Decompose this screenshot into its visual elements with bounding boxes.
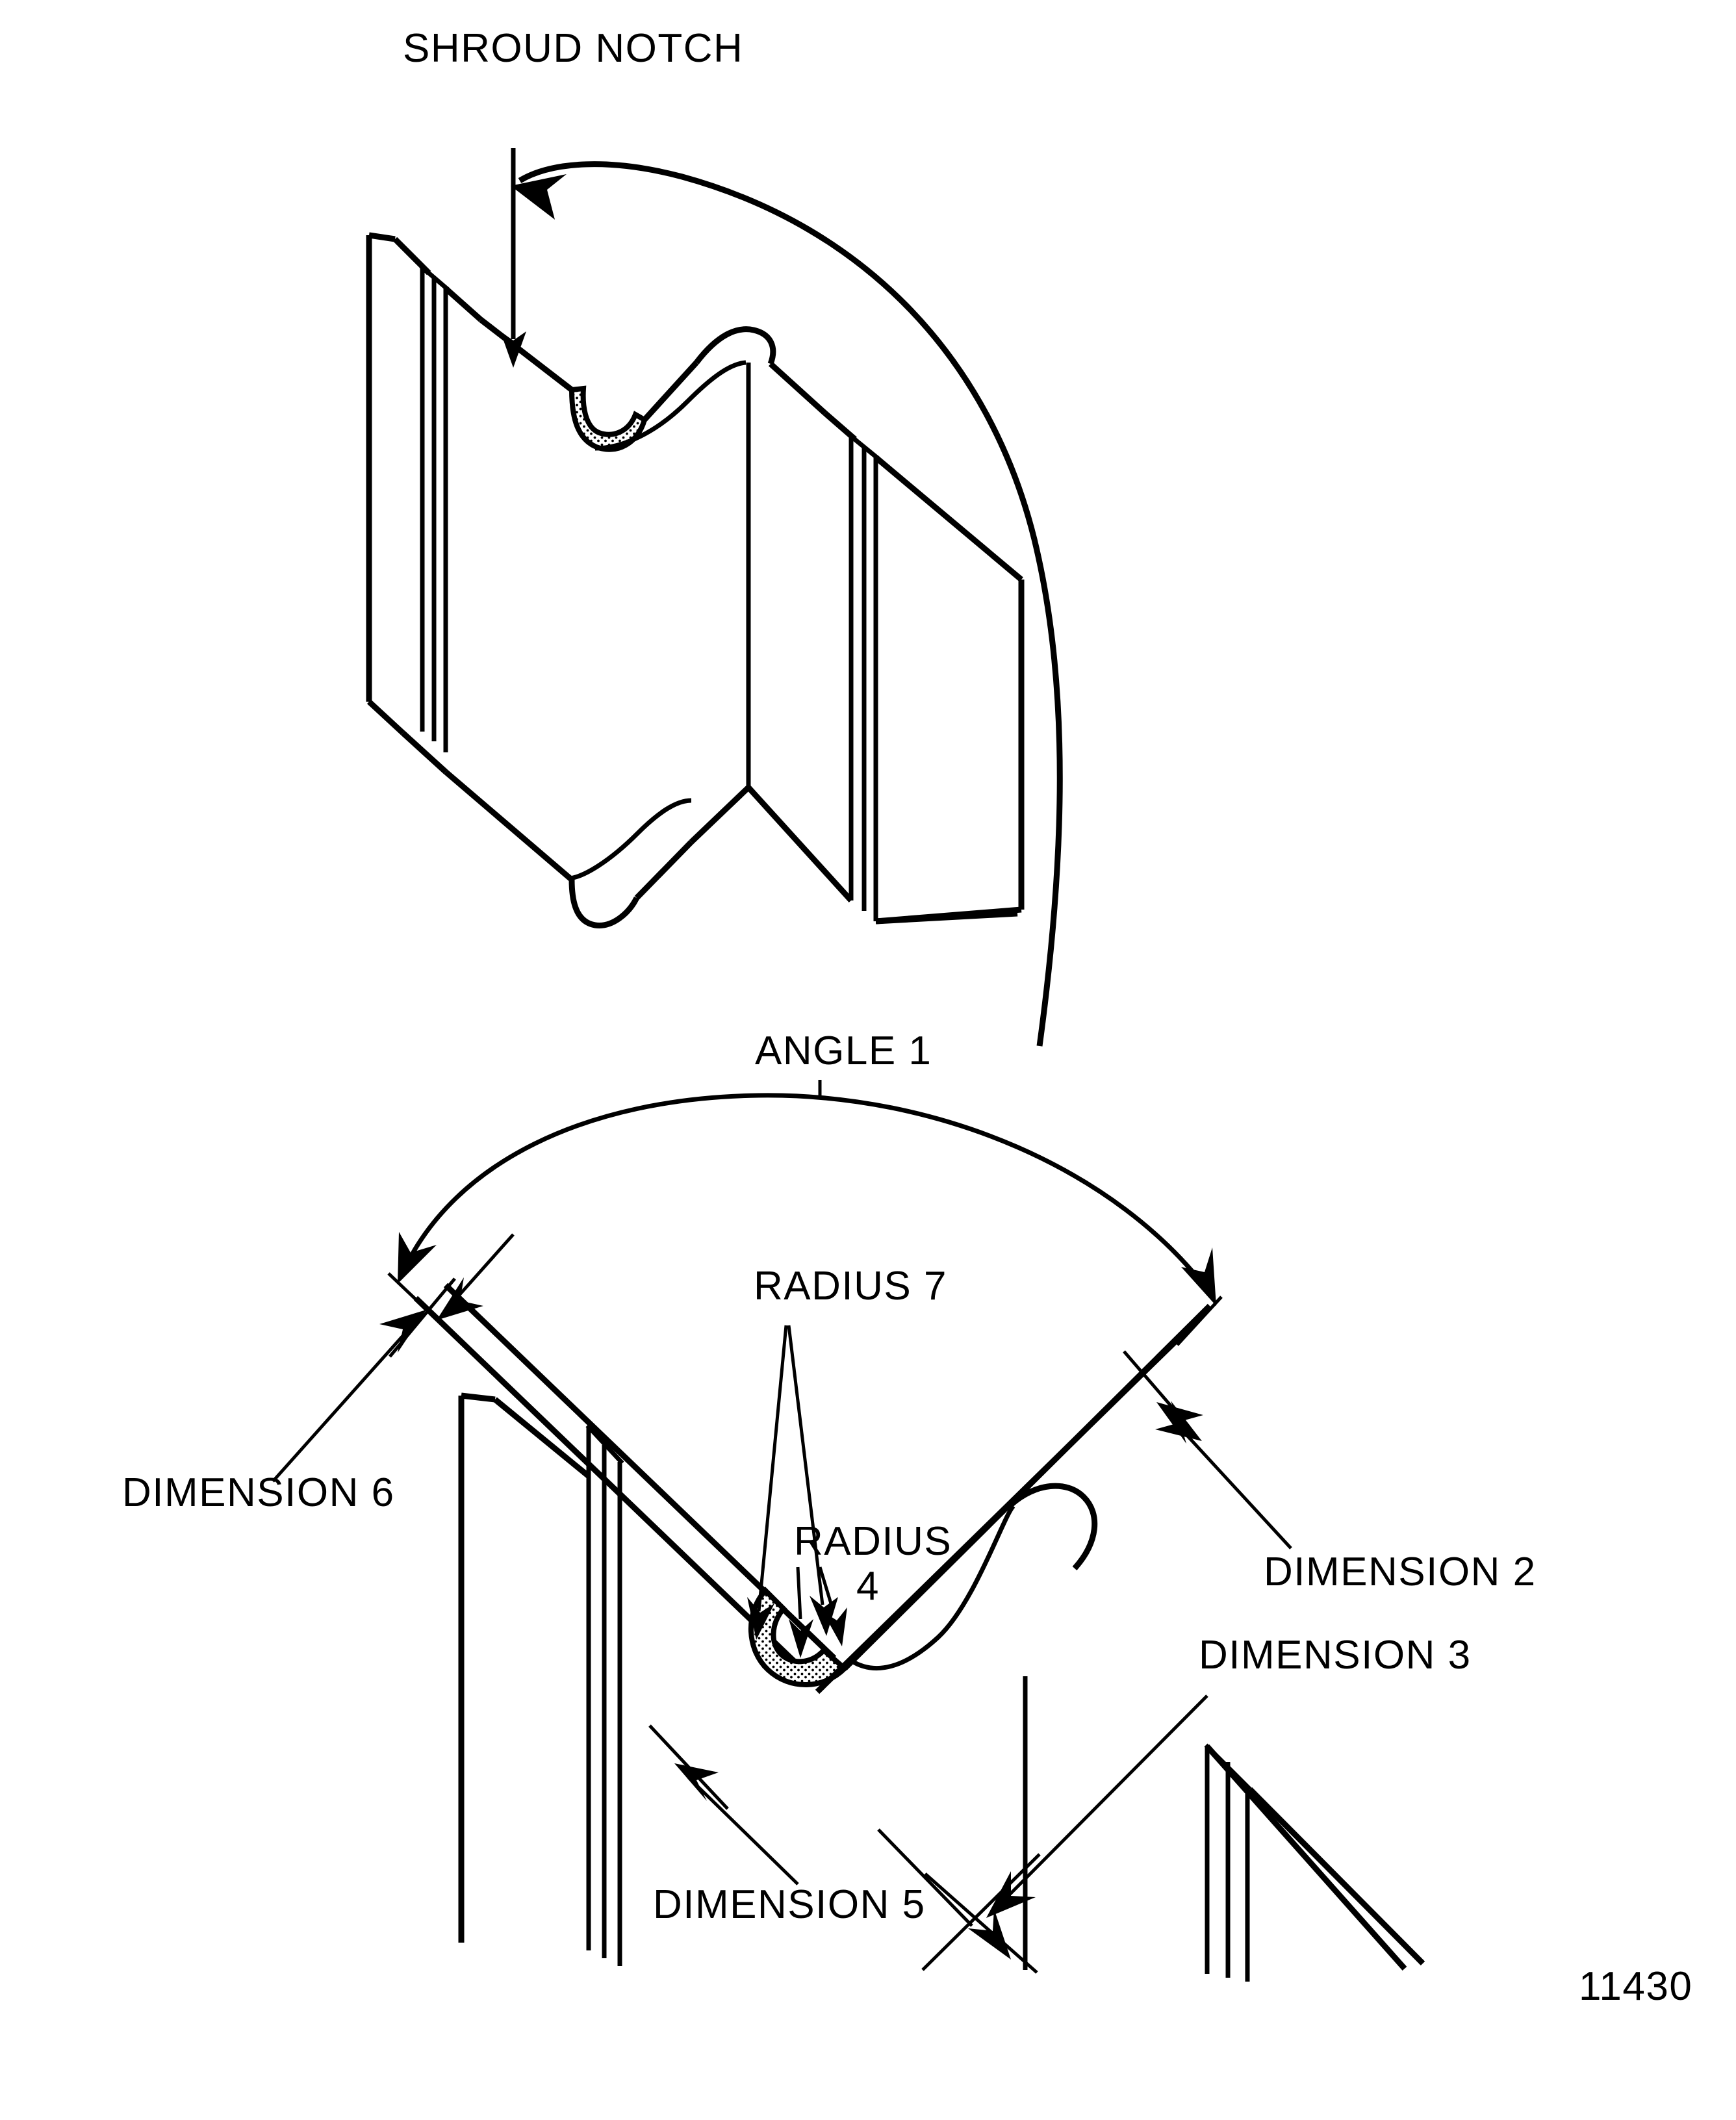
label-dimension-5: DIMENSION 5 bbox=[653, 1882, 926, 1927]
rotation-arc-arrowhead bbox=[511, 174, 567, 220]
label-radius-7: RADIUS 7 bbox=[754, 1264, 947, 1309]
label-dimension-2: DIMENSION 2 bbox=[1264, 1550, 1537, 1594]
shroud-notch-leader-arrowhead bbox=[500, 331, 526, 368]
dimension-3-extension bbox=[921, 1853, 1041, 1971]
radius-4-leader-left bbox=[796, 1566, 802, 1620]
detail-left-top-surface-outer bbox=[413, 1296, 807, 1674]
notch-left-slope bbox=[479, 317, 574, 392]
dimension-3-leader-line bbox=[999, 1694, 1208, 1905]
bottom-right-edge bbox=[875, 910, 1018, 925]
detail-crest-round-outer bbox=[1009, 1483, 1098, 1571]
left-extension-tick bbox=[387, 1272, 443, 1325]
dimension-6-inner-arrowhead bbox=[437, 1277, 483, 1320]
dimension-5-arrowhead bbox=[674, 1763, 719, 1801]
detail-right-outer-slope-2 bbox=[1205, 1744, 1407, 1971]
angle-1-arc-arrowhead-right bbox=[1181, 1247, 1216, 1306]
detail-crest-round-inner bbox=[850, 1504, 1015, 1671]
bottom-notch-left-slope bbox=[444, 769, 574, 882]
callout-labels: SHROUD NOTCH ANGLE 1 RADIUS 7 RADIUS 4 D… bbox=[122, 26, 1692, 2009]
angle-1-arc-arrowhead-left bbox=[398, 1232, 437, 1284]
dimension-2-leader-line bbox=[1168, 1415, 1292, 1550]
right-extension-tick bbox=[1176, 1296, 1223, 1346]
dimension-5-right-leader bbox=[877, 1828, 973, 1927]
label-shroud-notch: SHROUD NOTCH bbox=[403, 26, 743, 71]
label-dimension-3: DIMENSION 3 bbox=[1199, 1633, 1472, 1678]
dimension-6-arrowhead bbox=[379, 1310, 426, 1353]
left-bottom-edge bbox=[400, 730, 448, 774]
notch-inner-curve bbox=[594, 360, 747, 451]
label-dimension-6: DIMENSION 6 bbox=[122, 1470, 395, 1515]
lower-detail-view bbox=[272, 1080, 1425, 1982]
label-radius-4-word: RADIUS bbox=[794, 1519, 952, 1564]
detail-right-top-surface-inner bbox=[815, 1336, 1181, 1694]
radius-4-arrowhead-left bbox=[789, 1619, 813, 1658]
right-shoulder bbox=[823, 411, 857, 442]
notch-right-slope bbox=[642, 360, 699, 422]
notch-fillet-upper bbox=[568, 385, 648, 452]
notch-crest-round bbox=[694, 326, 776, 365]
left-top-cap bbox=[368, 232, 396, 242]
dimension-6-leader-line bbox=[272, 1323, 415, 1483]
detail-left-rib-cap bbox=[585, 1424, 624, 1465]
angle-1-dimension-arc bbox=[402, 1093, 1212, 1295]
dimension-5-right-extension bbox=[924, 1872, 1038, 1974]
radius-7-leader-right bbox=[787, 1325, 824, 1605]
upper-isometric-view bbox=[366, 148, 1063, 1047]
rotation-arc bbox=[518, 161, 1063, 1047]
radius-7-arrowhead-left bbox=[747, 1597, 774, 1640]
right-panel-top-slope bbox=[874, 455, 1023, 582]
dimension-5-leader-line bbox=[687, 1776, 799, 1885]
detail-left-plate-top-slope bbox=[493, 1397, 591, 1479]
bottom-right-slope bbox=[746, 785, 854, 903]
left-bottom-chamfer bbox=[366, 699, 405, 735]
right-crest-slope bbox=[768, 361, 828, 416]
radius-4-leader-right bbox=[818, 1566, 835, 1611]
bottom-notch-round bbox=[568, 879, 640, 928]
bottom-notch-right-slope bbox=[634, 839, 694, 900]
dimension-5-extension bbox=[648, 1724, 729, 1810]
bottom-crest bbox=[689, 785, 751, 845]
radius-7-leader-left bbox=[757, 1325, 788, 1612]
left-rib-top-cap bbox=[419, 264, 450, 292]
bottom-notch-inner-curve bbox=[568, 798, 692, 881]
left-edge-shoulder bbox=[444, 286, 483, 322]
detail-right-outer-slope bbox=[1247, 1787, 1425, 1966]
right-rib-top-cap bbox=[848, 433, 880, 461]
label-angle-1: ANGLE 1 bbox=[755, 1028, 932, 1073]
label-radius-4-number: 4 bbox=[856, 1564, 880, 1609]
dimension-2-inner-arrowhead bbox=[1155, 1401, 1202, 1441]
dimension-3-arrowhead bbox=[986, 1871, 1036, 1918]
detail-left-plate-top-cap bbox=[461, 1392, 496, 1403]
radius-4-arrowhead-right bbox=[823, 1607, 847, 1646]
label-figure-number: 11430 bbox=[1579, 1964, 1692, 2009]
dimension-5-right-arrowhead bbox=[968, 1909, 1011, 1960]
